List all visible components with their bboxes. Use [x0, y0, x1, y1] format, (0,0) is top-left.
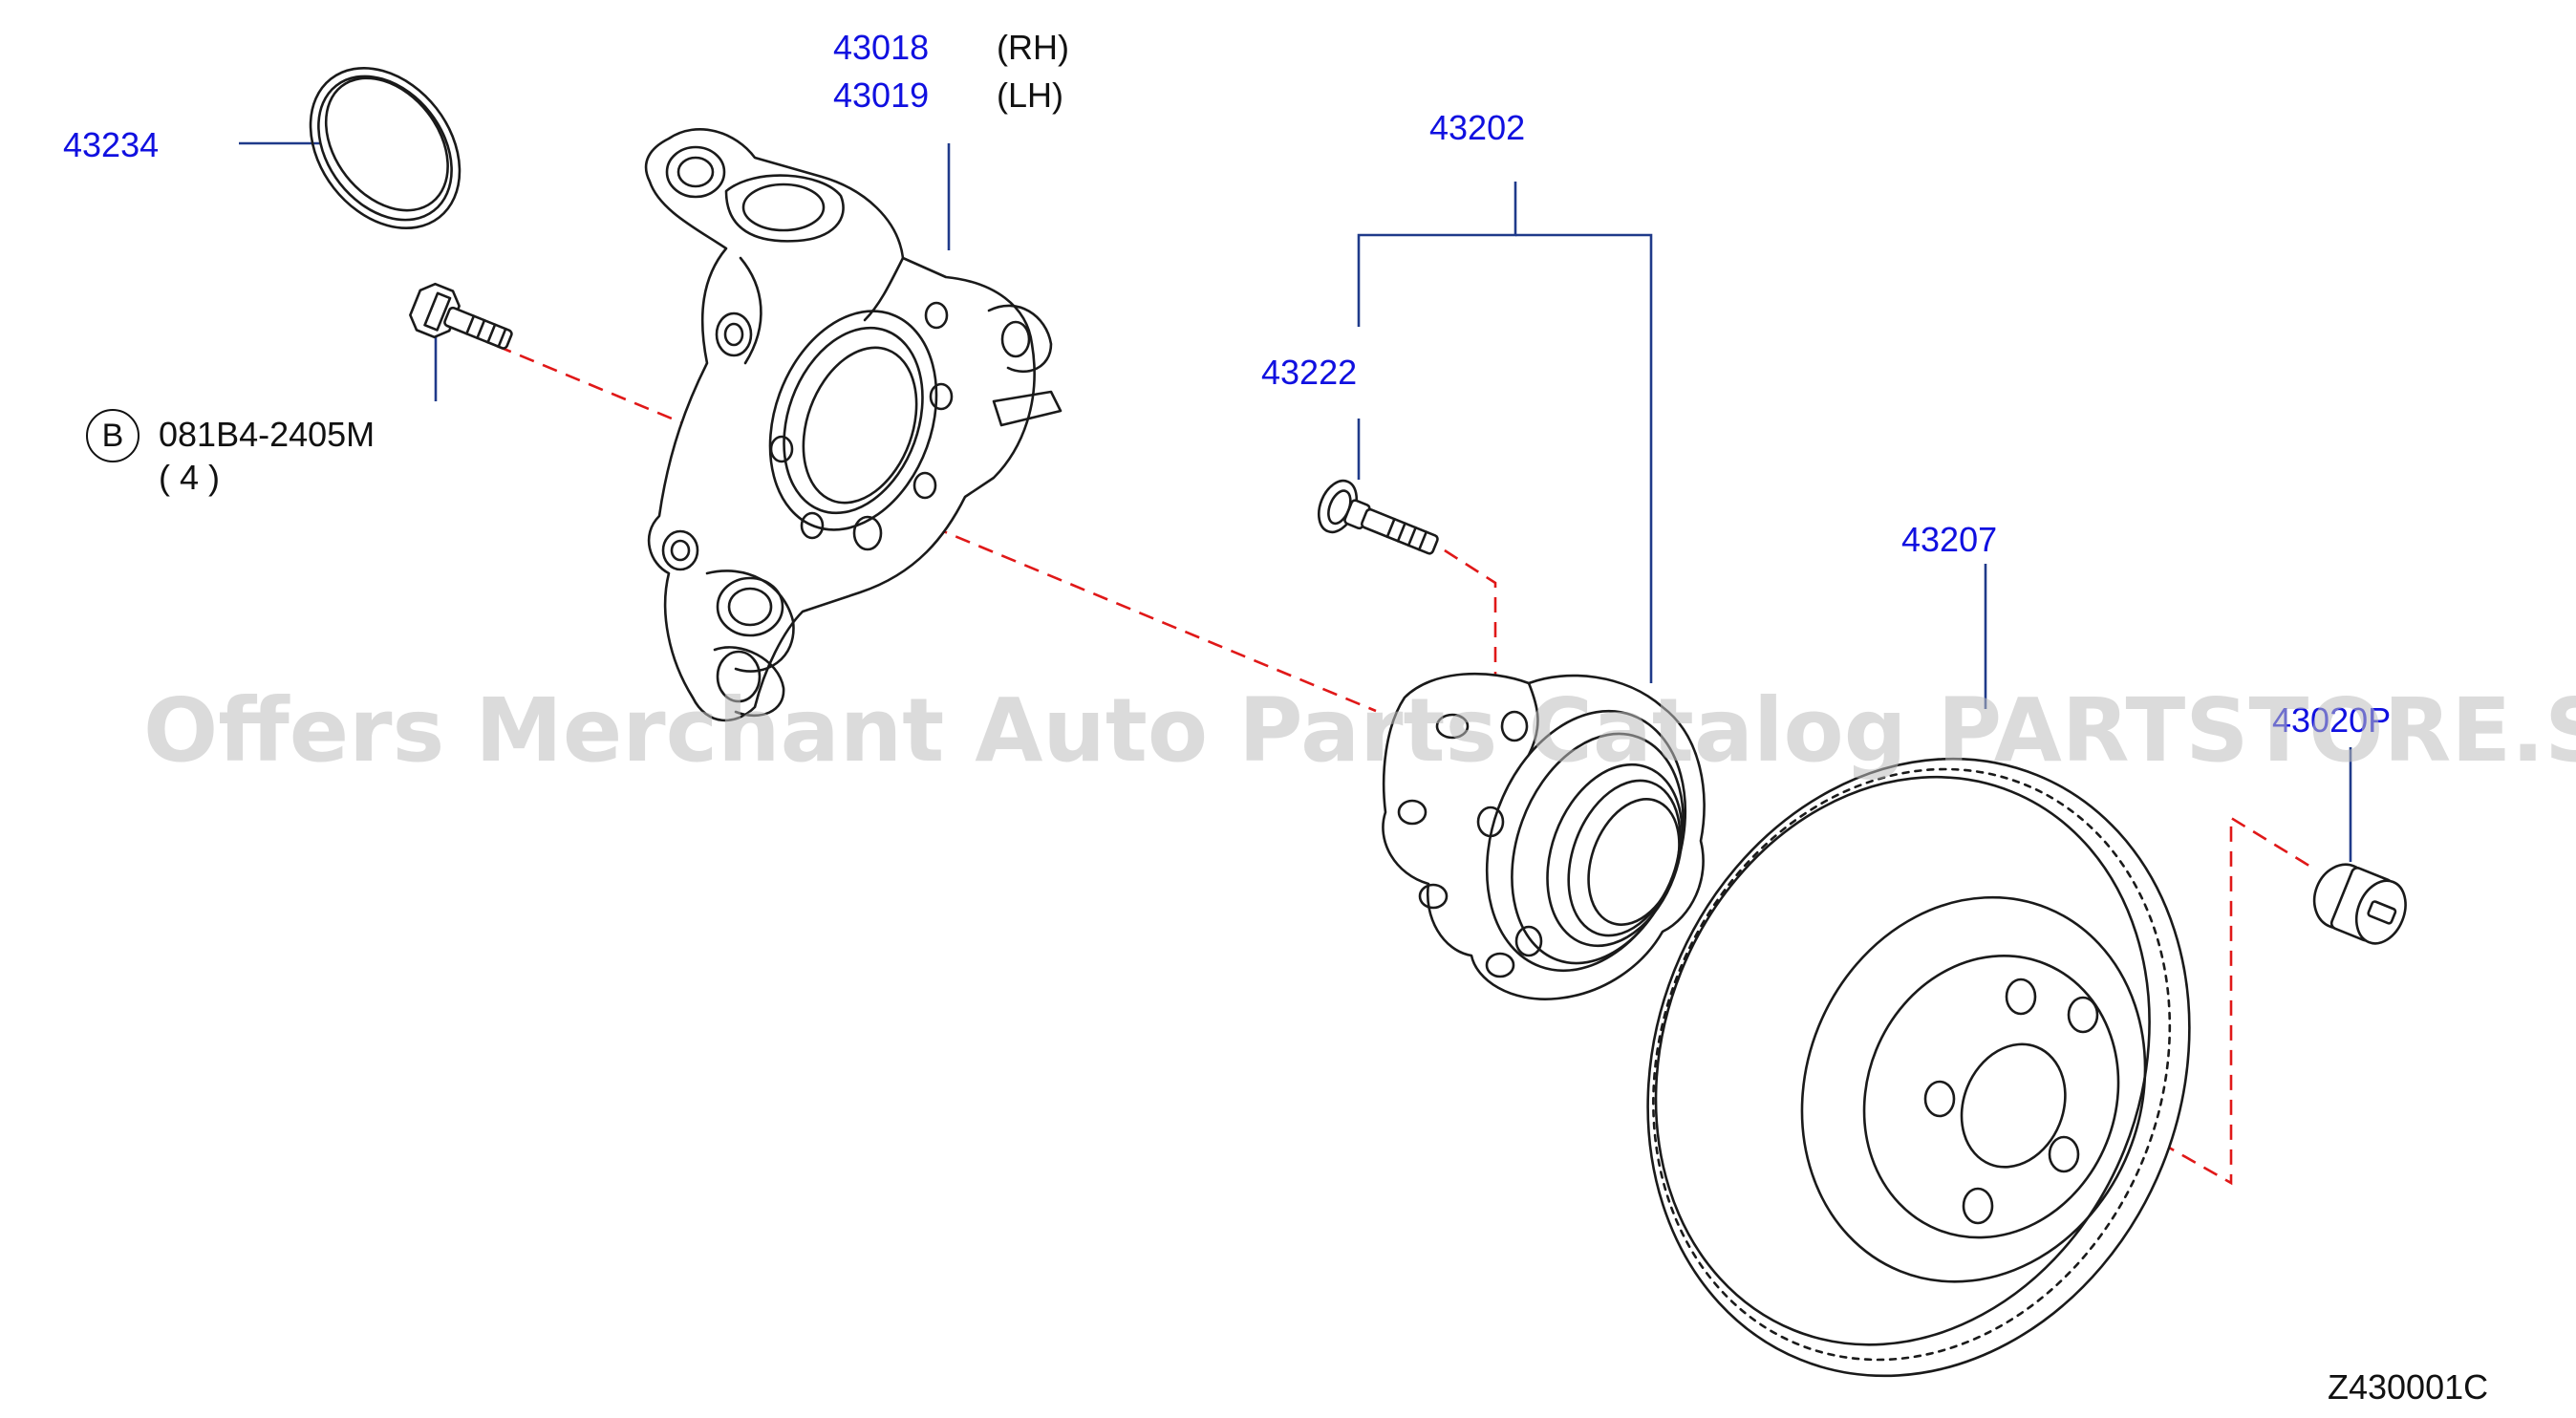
bolt-marker-circle: B — [86, 409, 140, 462]
part-label-disc-rotor[interactable]: 43207 — [1901, 520, 1998, 559]
side-label-lh: (LH) — [997, 75, 1063, 115]
knuckle-bolt-drawing — [409, 282, 513, 350]
part-label-knuckle-rh[interactable]: 43018 — [833, 28, 930, 67]
part-label-hub-bolt[interactable]: 43222 — [1261, 353, 1358, 392]
part-label-hub-assembly[interactable]: 43202 — [1429, 108, 1526, 147]
brake-disc-drawing — [1646, 757, 2191, 1378]
seal-ring-drawing — [309, 66, 462, 230]
plug-drawing — [2312, 863, 2407, 945]
leader-lines — [239, 141, 2352, 862]
part-label-seal[interactable]: 43234 — [63, 125, 160, 164]
steering-knuckle-drawing — [644, 128, 1063, 722]
bolt-part-number[interactable]: 081B4-2405M — [159, 415, 376, 454]
hub-bearing-drawing — [1382, 672, 1706, 1000]
figure-code: Z430001C — [2328, 1367, 2489, 1407]
leader-hub-bracket-right — [1515, 233, 1653, 683]
bolt-quantity: ( 4 ) — [159, 458, 221, 497]
part-label-knuckle-lh[interactable]: 43019 — [833, 75, 930, 115]
part-label-plug[interactable]: 43020P — [2272, 700, 2392, 740]
leader-hub-bracket-left — [1357, 182, 1517, 327]
hub-bolt-drawing — [1317, 479, 1439, 555]
side-label-rh: (RH) — [997, 28, 1069, 67]
